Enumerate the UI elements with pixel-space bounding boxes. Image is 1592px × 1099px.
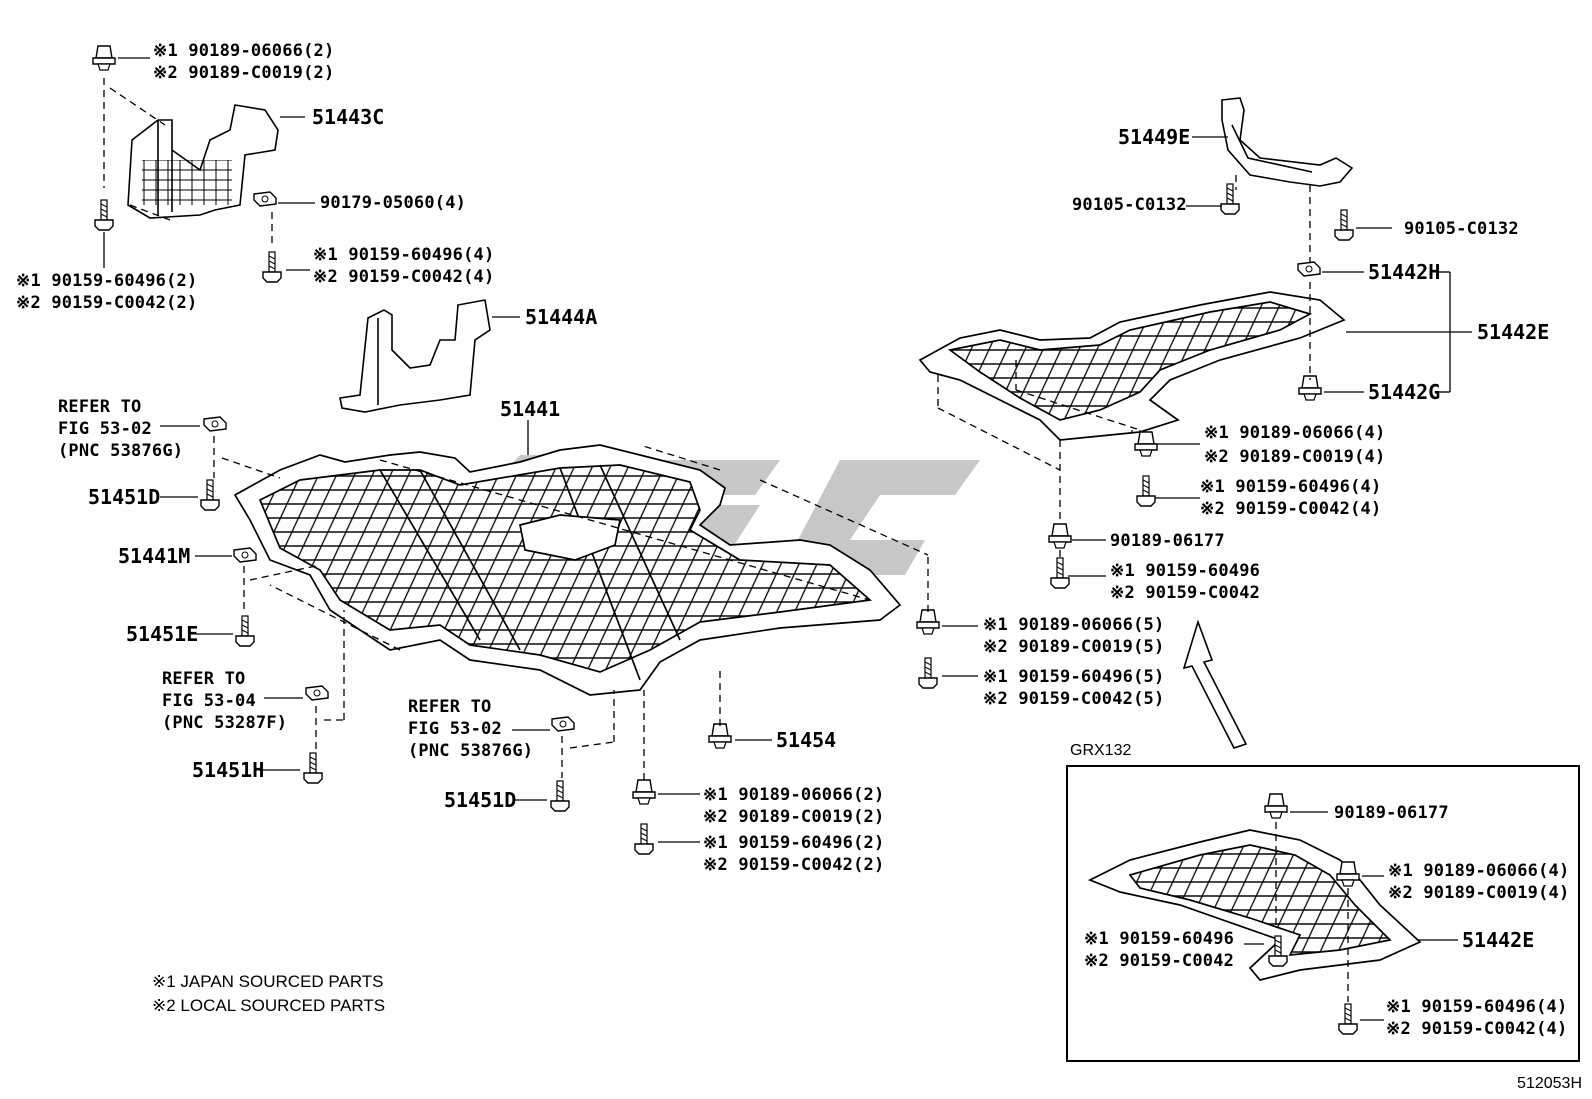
callout-tr-bolt-1: ※1 90159-60496(4) — [1200, 477, 1382, 497]
refer3-line-b: FIG 53-02 — [408, 719, 502, 739]
callout-tr-bolt3-2: ※2 90159-C0042 — [1110, 583, 1261, 603]
callout-bot-bolt-1: ※1 90159-60496(2) — [703, 833, 885, 853]
clip-icon-tr — [1134, 431, 1158, 457]
callout-tr-bolt-a: 90105-C0132 — [1072, 195, 1187, 215]
label-51451D-a: 51451D — [88, 485, 161, 509]
refer3-line-c: (PNC 53876G) — [408, 741, 534, 761]
callout-mid-clip-1: ※1 90189-06066(5) — [983, 615, 1165, 635]
nut-icon-tl — [253, 191, 277, 207]
clip-icon-bottom — [632, 779, 656, 805]
bolt-icon-51451H — [303, 752, 323, 784]
inset-part-51442E — [1087, 829, 1422, 981]
leaders-tl — [103, 57, 315, 271]
callout-inset-bolt-r1: ※1 90159-60496(4) — [1386, 997, 1568, 1017]
nut-icon-refer2 — [305, 685, 329, 701]
label-51451H: 51451H — [192, 758, 265, 782]
label-51442E: 51442E — [1477, 320, 1550, 344]
dashed-main — [213, 436, 929, 780]
note-local-sourced: ※2 LOCAL SOURCED PARTS — [152, 996, 386, 1015]
bolt-icon-51451D-b — [550, 780, 570, 812]
bolt-icon-tr-c — [1050, 557, 1070, 589]
refer1-line-a: REFER TO — [58, 397, 142, 417]
callout-tr-pin: 90189-06177 — [1110, 531, 1225, 551]
callout-tr-clip-2: ※2 90189-C0019(4) — [1204, 447, 1386, 467]
callout-tl-nut: 90179-05060(4) — [320, 193, 467, 213]
arrow-to-inset — [1182, 619, 1248, 749]
callout-mid-bolt-2: ※2 90159-C0042(5) — [983, 689, 1165, 709]
callout-tl-bolt-2: ※2 90159-C0042(4) — [313, 267, 495, 287]
callout-inset-bolt-l1: ※1 90159-60496 — [1084, 929, 1235, 949]
callout-mid-clip-2: ※2 90189-C0019(5) — [983, 637, 1165, 657]
label-51442H: 51442H — [1368, 260, 1441, 284]
label-51441M: 51441M — [118, 544, 191, 568]
callout-tl-left-bolt-1: ※1 90159-60496(2) — [16, 271, 198, 291]
bolt-icon-tr-b — [1334, 209, 1354, 241]
inset-title: GRX132 — [1070, 742, 1132, 759]
nut-icon-refer1 — [203, 416, 227, 432]
refer1-line-c: (PNC 53876G) — [58, 441, 184, 461]
label-51451E: 51451E — [126, 622, 199, 646]
dashed-inset — [1275, 822, 1349, 1002]
bolt-icon-mid — [918, 657, 938, 689]
callout-mid-bolt-1: ※1 90159-60496(5) — [983, 667, 1165, 687]
bolt-icon-tr — [1136, 475, 1156, 507]
bolt-icon-bottom — [634, 823, 654, 855]
bolt-icon-tl-right — [262, 251, 282, 283]
label-51444A: 51444A — [525, 305, 598, 329]
refer2-line-a: REFER TO — [162, 669, 246, 689]
callout-tr-bolt-b: 90105-C0132 — [1404, 219, 1519, 239]
label-51449E: 51449E — [1118, 125, 1191, 149]
callout-bot-bolt-2: ※2 90159-C0042(2) — [703, 855, 885, 875]
label-51442G: 51442G — [1368, 380, 1441, 404]
callout-inset-bolt-l2: ※2 90159-C0042 — [1084, 951, 1235, 971]
refer3-line-a: REFER TO — [408, 697, 492, 717]
label-51454: 51454 — [776, 728, 837, 752]
inset-frame — [1066, 765, 1580, 1062]
label-51441: 51441 — [500, 397, 561, 421]
callout-tr-clip-1: ※1 90189-06066(4) — [1204, 423, 1386, 443]
part-51443C-bracket — [127, 104, 279, 219]
dashed-tl — [103, 78, 273, 245]
callout-inset-bolt-r2: ※2 90159-C0042(4) — [1386, 1019, 1568, 1039]
part-51442E-cover — [918, 291, 1346, 441]
clip-icon-51454 — [708, 723, 732, 749]
leaders-main — [160, 425, 978, 843]
refer1-line-b: FIG 53-02 — [58, 419, 152, 439]
label-51451D-b: 51451D — [444, 788, 517, 812]
callout-tl-clip-2: ※2 90189-C0019(2) — [153, 63, 335, 83]
label-51442E-inset: 51442E — [1462, 928, 1535, 952]
nut-icon-51441M — [233, 547, 257, 563]
callout-tl-left-bolt-2: ※2 90159-C0042(2) — [16, 293, 198, 313]
nut-icon-51442H — [1297, 261, 1321, 277]
bolt-icon-tl-left — [94, 199, 114, 231]
part-51441-under-cover — [233, 444, 902, 696]
callout-bot-clip-2: ※2 90189-C0019(2) — [703, 807, 885, 827]
leaders-inset — [1244, 811, 1458, 1021]
callout-tr-bolt-2: ※2 90159-C0042(4) — [1200, 499, 1382, 519]
callout-tr-bolt3-1: ※1 90159-60496 — [1110, 561, 1261, 581]
refer2-line-b: FIG 53-04 — [162, 691, 256, 711]
callout-inset-clip-2: ※2 90189-C0019(4) — [1388, 883, 1570, 903]
label-51443C: 51443C — [312, 105, 385, 129]
clip-icon-mid — [916, 609, 940, 635]
nut-icon-refer3 — [551, 716, 575, 732]
clip-icon-tl — [92, 45, 116, 71]
callout-tl-clip-1: ※1 90189-06066(2) — [153, 41, 335, 61]
callout-inset-clip-1: ※1 90189-06066(4) — [1388, 861, 1570, 881]
pin-icon-tr — [1048, 523, 1072, 549]
diagram-code: 512053H — [1517, 1075, 1582, 1092]
leaders-tr — [1068, 136, 1472, 577]
callout-bot-clip-1: ※1 90189-06066(2) — [703, 785, 885, 805]
bolt-icon-51451E — [235, 615, 255, 647]
part-51444A-bracket — [339, 299, 491, 413]
note-japan-sourced: ※1 JAPAN SOURCED PARTS — [152, 972, 384, 991]
callout-inset-pin: 90189-06177 — [1334, 803, 1449, 823]
bolt-icon-51451D-a — [200, 479, 220, 511]
refer2-line-c: (PNC 53287F) — [162, 713, 288, 733]
callout-tl-bolt-1: ※1 90159-60496(4) — [313, 245, 495, 265]
part-51449E-brace — [1221, 97, 1354, 187]
